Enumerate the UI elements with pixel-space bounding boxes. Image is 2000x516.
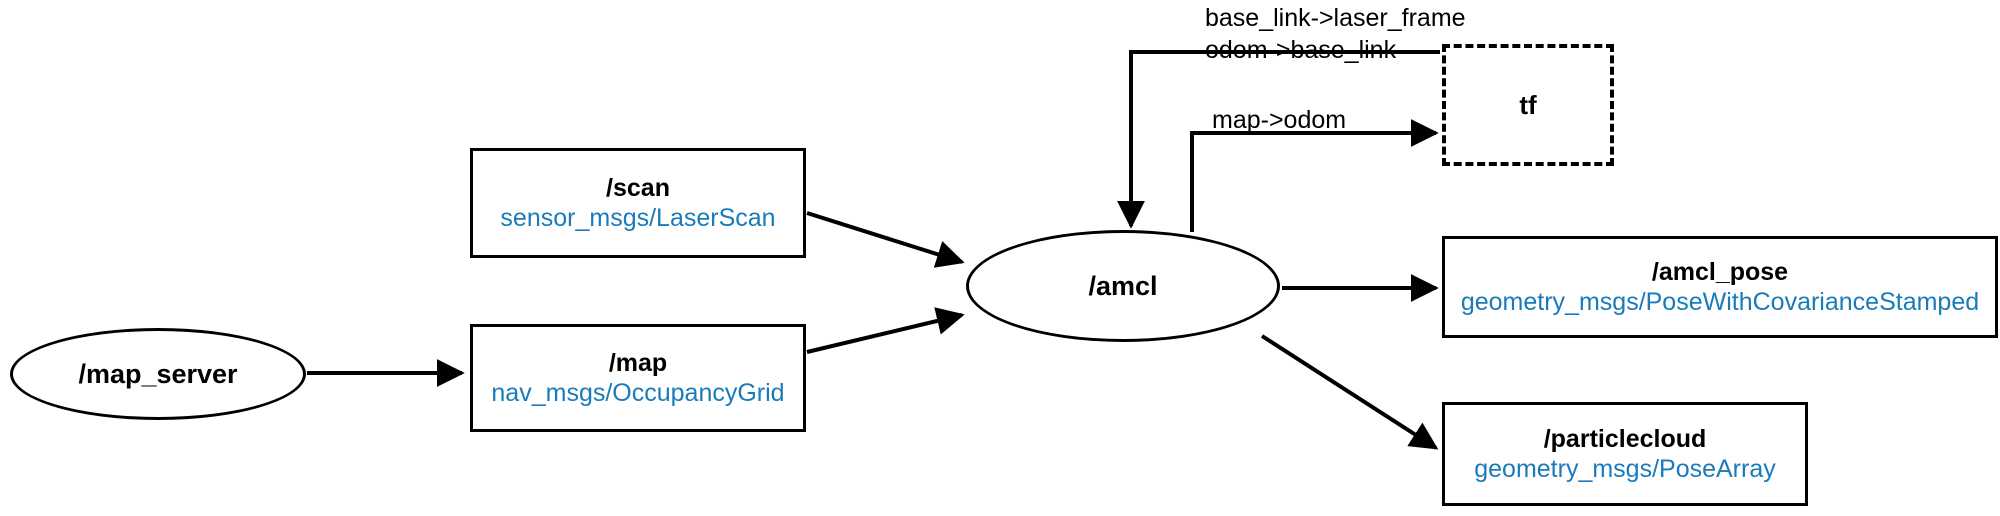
node-map-server-label: /map_server: [78, 358, 238, 389]
edge-map-to-amcl: [806, 307, 965, 354]
edge-amcl-to-tf: [1190, 119, 1439, 232]
edge-label-tf-inputs-line2: odom->base_link: [1205, 36, 1397, 64]
topic-scan-type: sensor_msgs/LaserScan: [500, 204, 776, 232]
edge-label-tf-inputs: base_link->laser_frame odom->base_link: [1205, 2, 1466, 66]
topic-amcl-pose-type: geometry_msgs/PoseWithCovarianceStamped: [1460, 288, 1980, 316]
edge-amcl-to-particlecloud: [1260, 334, 1439, 450]
topic-scan[interactable]: /scan sensor_msgs/LaserScan: [470, 148, 806, 258]
node-amcl-label: /amcl: [1088, 270, 1158, 301]
topic-map-name: /map: [608, 348, 668, 377]
node-tf[interactable]: tf: [1442, 44, 1614, 166]
topic-particlecloud-name: /particlecloud: [1543, 424, 1707, 453]
topic-map-type: nav_msgs/OccupancyGrid: [491, 379, 785, 407]
topic-amcl-pose[interactable]: /amcl_pose geometry_msgs/PoseWithCovaria…: [1442, 236, 1998, 338]
node-tf-label: tf: [1519, 89, 1537, 120]
edge-scan-to-amcl: [806, 211, 965, 268]
edge-tf-to-amcl: [1117, 50, 1440, 229]
node-map-server[interactable]: /map_server: [10, 328, 306, 420]
topic-map[interactable]: /map nav_msgs/OccupancyGrid: [470, 324, 806, 432]
topic-particlecloud-type: geometry_msgs/PoseArray: [1474, 455, 1776, 483]
topic-particlecloud[interactable]: /particlecloud geometry_msgs/PoseArray: [1442, 402, 1808, 506]
node-amcl[interactable]: /amcl: [966, 230, 1280, 342]
topic-scan-name: /scan: [606, 173, 670, 202]
edge-label-map-odom: map->odom: [1212, 106, 1347, 134]
edge-label-tf-inputs-line1: base_link->laser_frame: [1205, 4, 1466, 32]
topic-amcl-pose-name: /amcl_pose: [1651, 257, 1789, 286]
